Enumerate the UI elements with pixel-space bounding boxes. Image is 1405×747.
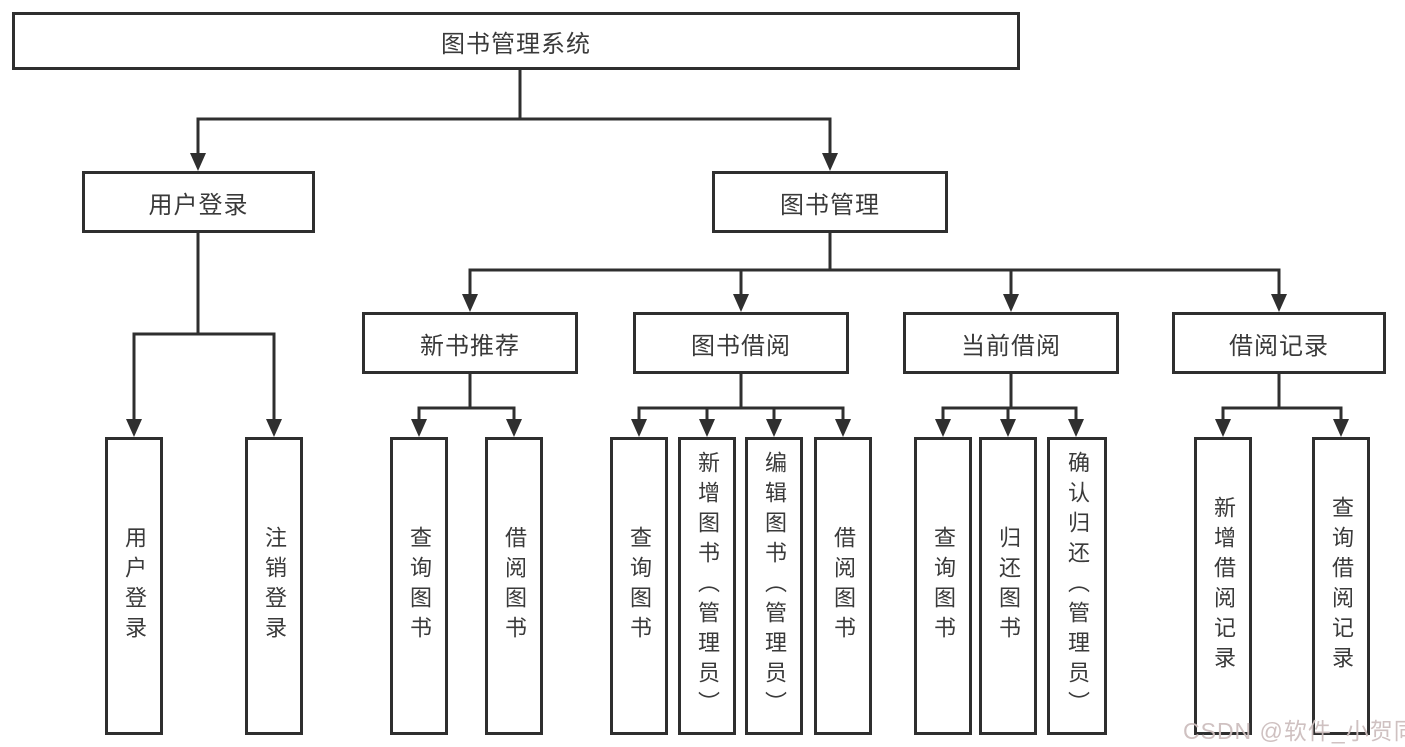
node-label: 新书推荐 [420,332,520,360]
node-book-mgmt: 图书管理 [712,171,948,233]
leaf-user-login: 用户登录 [105,437,163,735]
node-root: 图书管理系统 [12,12,1020,70]
node-label: 确认归还（管理员） [1065,451,1090,721]
node-label: 图书管理 [780,191,880,219]
arrowheads [126,153,1349,437]
connector-new-book-rec [417,372,516,424]
node-borrow-records: 借阅记录 [1172,312,1386,374]
node-label: 查询图书 [931,526,956,646]
leaf-cb-confirm-return-admin: 确认归还（管理员） [1047,437,1107,735]
node-label: 图书借阅 [691,332,791,360]
connector-current-borrow [941,372,1078,424]
leaf-nbr-borrow-books: 借阅图书 [485,437,543,735]
node-label: 新增借阅记录 [1211,496,1236,676]
node-label: 图书管理系统 [441,30,591,58]
connector-root [196,68,832,158]
node-user-login: 用户登录 [82,171,315,233]
node-current-borrow: 当前借阅 [903,312,1119,374]
node-label: 用户登录 [122,526,147,646]
node-label: 编辑图书（管理员） [762,451,787,721]
node-new-book-rec: 新书推荐 [362,312,578,374]
leaf-cb-return-books: 归还图书 [979,437,1037,735]
node-label: 借阅记录 [1229,332,1329,360]
leaf-bb-query-books: 查询图书 [610,437,668,735]
node-label: 注销登录 [262,526,287,646]
node-label: 新增图书（管理员） [695,451,720,721]
leaf-cb-query-books: 查询图书 [914,437,972,735]
leaf-bb-borrow-books: 借阅图书 [814,437,872,735]
node-label: 查询图书 [407,526,432,646]
node-book-borrow: 图书借阅 [633,312,849,374]
connector-borrow-records [1221,372,1343,424]
node-label: 借阅图书 [831,526,856,646]
connector-book-mgmt [468,231,1281,299]
csdn-watermark: CSDN @软件_小贺同学 [1183,718,1405,744]
leaf-br-query-record: 查询借阅记录 [1312,437,1370,735]
node-label: 查询图书 [627,526,652,646]
node-label: 当前借阅 [961,332,1061,360]
leaf-bb-edit-books-admin: 编辑图书（管理员） [745,437,803,735]
leaf-br-add-record: 新增借阅记录 [1194,437,1252,735]
connector-user-login [132,231,276,424]
leaf-logout: 注销登录 [245,437,303,735]
leaf-nbr-query-books: 查询图书 [390,437,448,735]
node-label: 借阅图书 [502,526,527,646]
connector-book-borrow [637,372,845,424]
leaf-bb-add-books-admin: 新增图书（管理员） [678,437,736,735]
node-label: 归还图书 [996,526,1021,646]
node-label: 查询借阅记录 [1329,496,1354,676]
node-label: 用户登录 [148,191,249,219]
